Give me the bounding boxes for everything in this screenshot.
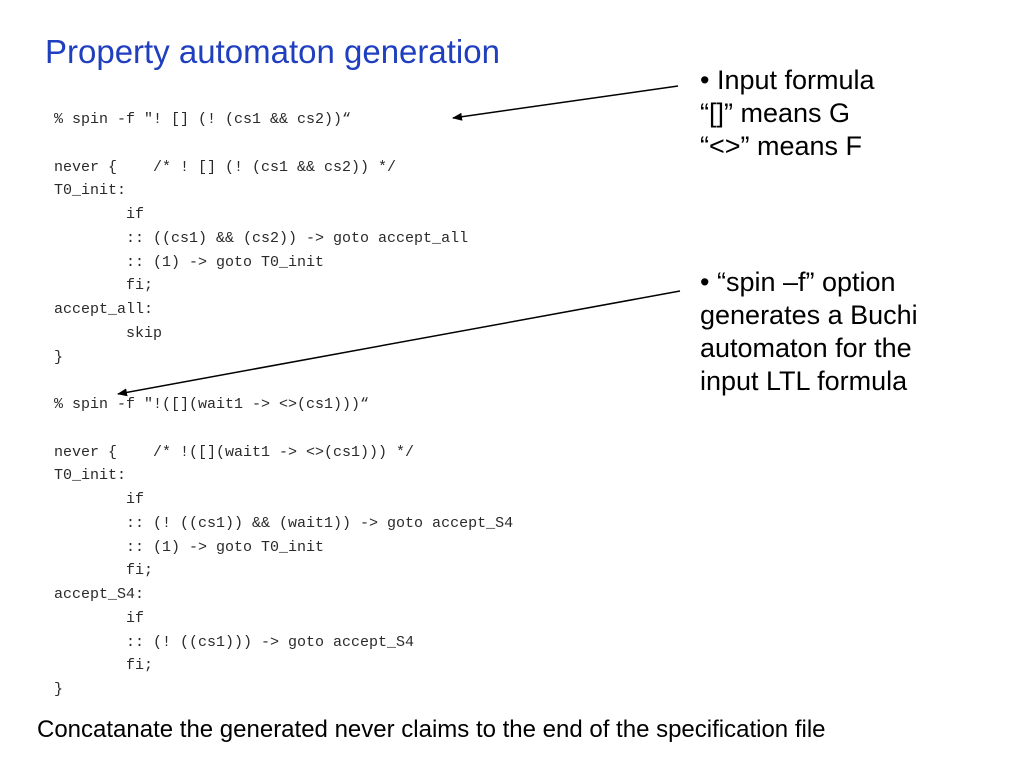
code-line: fi;: [54, 277, 154, 295]
code-line: :: (1) -> goto T0_init: [54, 253, 325, 271]
code-line: :: (1) -> goto T0_init: [54, 538, 325, 556]
code-line: never { /* !([](wait1 -> <>(cs1))) */: [54, 443, 415, 461]
code-line: T0_init:: [54, 182, 127, 200]
footer-note: Concatanate the generated never claims t…: [37, 716, 826, 743]
note-line: automaton for the: [700, 333, 912, 363]
code-line: fi;: [54, 657, 154, 675]
note-input-formula: • Input formula“[]” means G“<>” means F: [700, 64, 875, 163]
code-line: [54, 417, 513, 441]
note-line: • “spin –f” option: [700, 267, 896, 297]
code-line: accept_all:: [54, 301, 154, 318]
code-line: skip: [54, 324, 163, 342]
code-line: if: [54, 491, 145, 508]
code-line: [54, 132, 513, 156]
code-line: T0_init:: [54, 467, 127, 485]
code-line: }: [54, 348, 64, 366]
code-block: % spin -f "! [] (! (cs1 && cs2))“ never {…: [54, 108, 513, 702]
note-line: • Input formula: [700, 65, 875, 95]
code-line: if: [54, 206, 145, 223]
note-line: generates a Buchi: [700, 300, 918, 330]
note-line: “[]” means G: [700, 98, 851, 128]
note-line: input LTL formula: [700, 366, 908, 396]
code-line: :: (! ((cs1)) && (wait1)) -> goto accept…: [54, 514, 514, 532]
code-line: if: [54, 609, 145, 627]
code-line: }: [54, 681, 64, 698]
code-line: never { /* ! [] (! (cs1 && cs2)) */: [54, 158, 397, 176]
code-line: % spin -f "!([](wait1 -> <>(cs1)))“: [54, 396, 370, 413]
code-line: :: (! ((cs1))) -> goto accept_S4: [54, 633, 415, 651]
note-line: “<>” means F: [700, 131, 863, 161]
code-line: :: ((cs1) && (cs2)) -> goto accept_all: [54, 229, 469, 247]
slide-title: Property automaton generation: [45, 33, 500, 70]
code-line: accept_S4:: [54, 586, 145, 603]
code-line: [54, 369, 513, 393]
code-line: fi;: [54, 562, 154, 580]
code-line: % spin -f "! [] (! (cs1 && cs2))“: [54, 111, 352, 128]
